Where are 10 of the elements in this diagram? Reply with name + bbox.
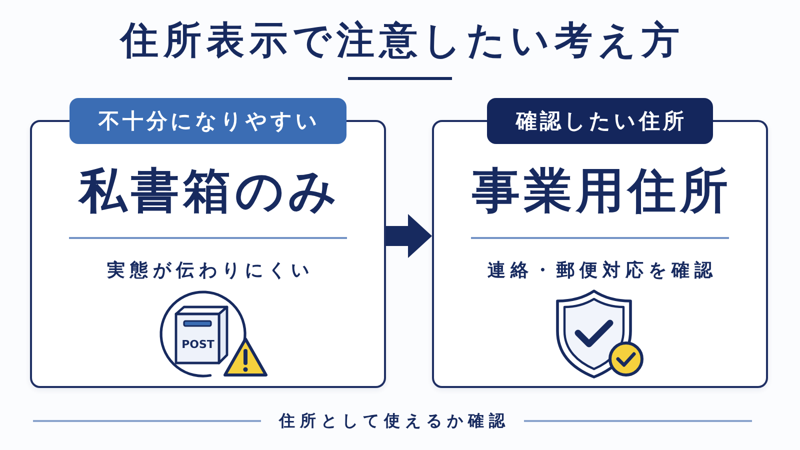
card-tag: 不十分になりやすい <box>70 98 346 144</box>
footer-note: 住所として使えるか確認 <box>278 410 510 432</box>
card-subtitle: 連絡・郵便対応を確認 <box>486 259 718 283</box>
flow-arrow <box>386 214 432 258</box>
postbox-label: POST <box>181 338 215 351</box>
card-heading: 事業用住所 <box>471 164 732 220</box>
card-tag: 確認したい住所 <box>487 98 713 144</box>
diagram-title: 住所表示で注意したい考え方 <box>118 18 684 64</box>
card-subtitle: 実態が伝わりにくい <box>106 259 314 283</box>
card-heading: 私書箱のみ <box>77 164 341 220</box>
